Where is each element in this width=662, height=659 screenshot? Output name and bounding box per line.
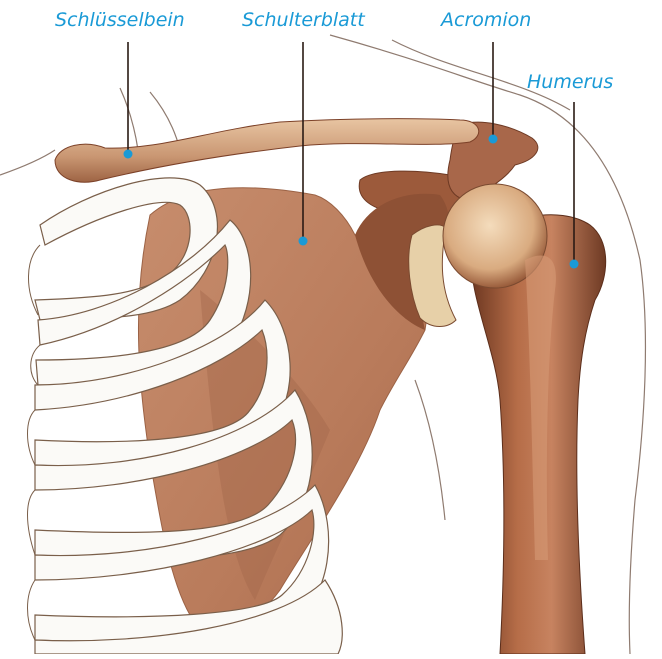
label-humerus: Humerus <box>527 71 613 93</box>
label-acromion: Acromion <box>441 9 531 31</box>
label-scapula: Schulterblatt <box>242 9 365 31</box>
label-clavicle: Schlüsselbein <box>55 9 185 31</box>
marker-scapula <box>299 237 308 246</box>
marker-clavicle <box>124 150 133 159</box>
marker-acromion <box>489 135 498 144</box>
marker-humerus <box>570 260 579 269</box>
